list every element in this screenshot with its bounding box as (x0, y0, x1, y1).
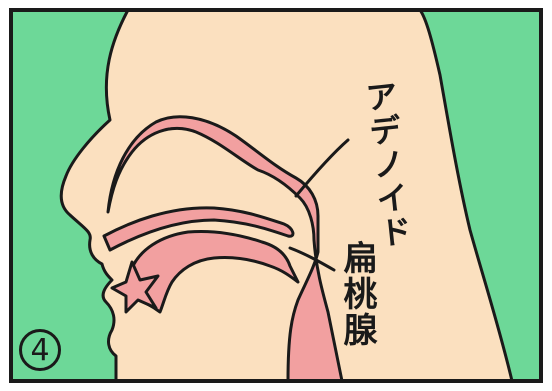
nasal-cavity-tissue (106, 115, 344, 383)
head-silhouette (59, 8, 514, 383)
panel-frame (9, 8, 543, 383)
tonsil-pointer (288, 246, 336, 272)
adenoid-pointer (294, 138, 350, 198)
tonsil-label: 扁桃腺 (337, 240, 377, 348)
palate (102, 206, 295, 252)
tongue (128, 230, 300, 314)
panel-number-badge: 4 (19, 329, 61, 371)
mouth-opening (110, 260, 160, 314)
